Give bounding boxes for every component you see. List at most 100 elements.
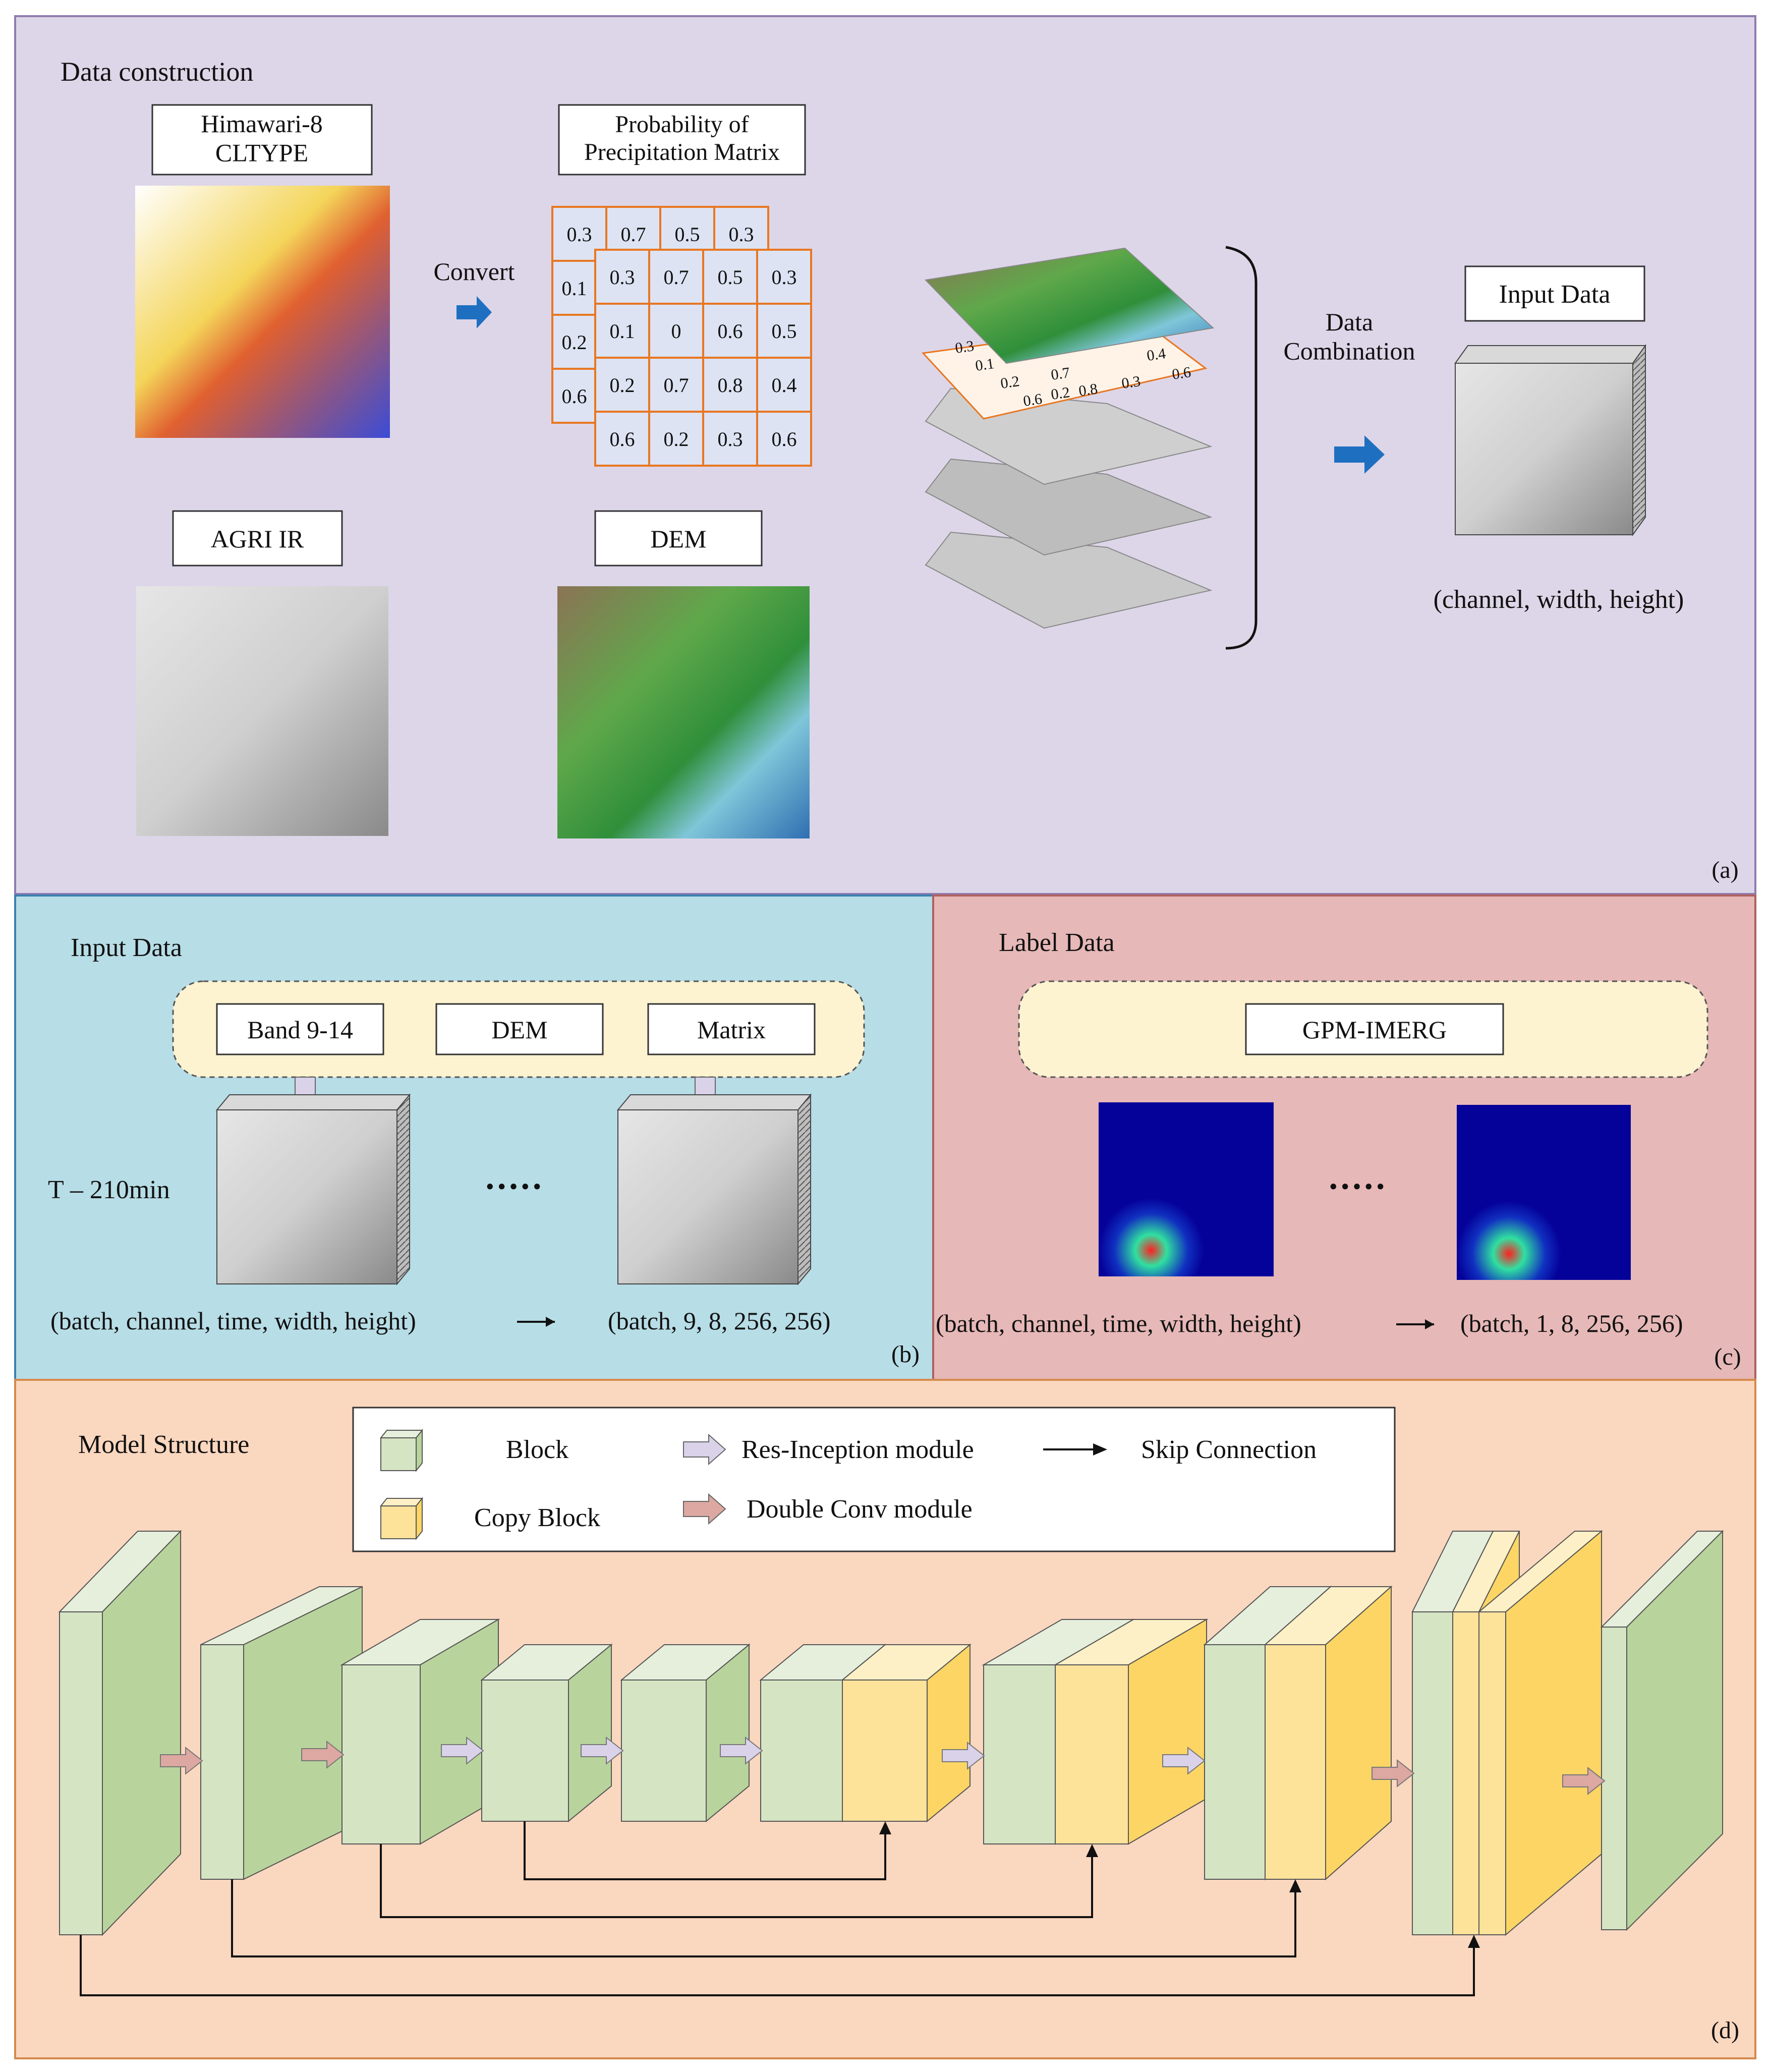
label-image-first: [1099, 1102, 1274, 1276]
input-data-cube: [1454, 344, 1646, 537]
matrix-cell: 0.7: [664, 266, 689, 289]
small-matrix-cell: 0.6: [1171, 364, 1192, 383]
panel-a-tag: (a): [1711, 857, 1738, 883]
dem-image: [557, 586, 810, 838]
panel-c-shape-from: (batch, channel, time, width, height): [936, 1309, 1301, 1337]
panel-b-tag: (b): [891, 1341, 920, 1368]
panel-c-shape-to: (batch, 1, 8, 256, 256): [1460, 1309, 1683, 1337]
legend-copy-block-icon: [379, 1497, 424, 1540]
panel-d-tag: (d): [1711, 2017, 1739, 2044]
svg-text:Matrix: Matrix: [697, 1016, 766, 1044]
small-matrix-cell: 0.8: [1077, 380, 1099, 400]
matrix-cell: 0.7: [664, 374, 689, 397]
decoder-block-1-copy: [841, 1643, 972, 1823]
double-conv-arrow-icon: [1562, 1766, 1606, 1796]
small-matrix-cell: 0.1: [974, 355, 995, 374]
decoder-block-3-copy: [1264, 1585, 1393, 1881]
matrix-cell: 0.7: [621, 223, 646, 246]
panel-b-title: Input Data: [71, 933, 182, 962]
skip-connection: [231, 1879, 1301, 1957]
skip-connection: [524, 1821, 891, 1880]
small-matrix-cell: 0.2: [999, 373, 1020, 392]
panel-a-title: Data construction: [61, 57, 253, 87]
band-box-matrix: Matrix: [647, 1003, 816, 1055]
decoder-block-4-copy-b: [1477, 1530, 1603, 1936]
panel-b-shape-to: (batch, 9, 8, 256, 256): [608, 1307, 831, 1335]
input-data-label: Input Data: [1499, 280, 1611, 309]
output-block: [1600, 1530, 1724, 1931]
label-image-last: [1457, 1105, 1631, 1280]
svg-text:DEM: DEM: [491, 1016, 547, 1044]
legend-double-conv-icon: [683, 1493, 726, 1525]
small-matrix-cell: 0.2: [1050, 384, 1071, 403]
combination-brace: [1225, 246, 1258, 650]
matrix-cell: 0.2: [664, 428, 689, 451]
band-box-band-9-14: Band 9-14: [216, 1003, 384, 1055]
encoder-block-3: [340, 1618, 500, 1845]
dem-label: DEM: [650, 525, 706, 553]
matrix-cell: 0.5: [718, 266, 743, 289]
matrix-cell: 0.1: [610, 320, 635, 343]
matrix-cell: 0.6: [562, 385, 587, 408]
panel-d: Model Structure Block Copy Block Res-Inc…: [14, 1379, 1756, 2059]
legend-skip-label: Skip Connection: [1141, 1435, 1317, 1464]
matrix-cell: 0.2: [610, 374, 635, 397]
matrix-cell: 0.3: [610, 266, 635, 289]
decoder-block-2-copy: [1053, 1618, 1209, 1845]
convert-label: Convert: [433, 257, 515, 286]
small-matrix-cell: 0.3: [1120, 373, 1141, 392]
res-inception-arrow-icon: [441, 1736, 484, 1765]
matrix-cell: 0.5: [675, 223, 700, 246]
panel-c-dots: ·····: [1328, 1167, 1387, 1206]
res-inception-arrow-icon: [942, 1741, 985, 1770]
small-matrix-cell: 0.6: [1022, 390, 1043, 410]
legend-res-inception-icon: [683, 1433, 726, 1466]
skip-connection: [380, 1844, 1098, 1918]
panel-c-tag: (c): [1714, 1343, 1741, 1370]
input-shape-label: (channel, width, height): [1434, 585, 1684, 614]
legend-block-label: Block: [506, 1435, 568, 1464]
legend-res-inception-label: Res-Inception module: [741, 1435, 974, 1464]
legend-block-icon: [379, 1429, 424, 1472]
convert-arrow-icon: [456, 296, 492, 328]
double-conv-arrow-icon: [160, 1746, 203, 1775]
matrix-cell: 0.4: [772, 374, 797, 397]
double-conv-arrow-icon: [301, 1740, 345, 1769]
encoder-block-1: [58, 1530, 182, 1936]
encoder-block-4: [480, 1643, 613, 1823]
small-matrix-cell: 0.4: [1146, 345, 1167, 364]
panel-c: Label Data GPM-IMERG ····· (batch, chann…: [932, 894, 1756, 1381]
himawari-cltype-image: [135, 186, 390, 438]
panel-b-dots: ·····: [484, 1167, 543, 1206]
matrix-cell: 0.2: [562, 331, 587, 354]
matrix-cell: 0.8: [718, 374, 743, 397]
matrix-cell: 0.3: [718, 428, 743, 451]
combination-arrow-icon: [1334, 435, 1385, 474]
encoder-block-5: [620, 1643, 751, 1823]
band-box-dem: DEM: [435, 1003, 604, 1055]
matrix-cell: 0.3: [729, 223, 754, 246]
input-cube-first: [215, 1093, 411, 1285]
matrix-cell: 0.6: [772, 428, 797, 451]
matrix-cell: 0.1: [562, 277, 587, 300]
panel-c-title: Label Data: [999, 928, 1115, 957]
res-inception-arrow-icon: [720, 1736, 763, 1765]
panel-b: Input Data Band 9-14 DEM Matrix T – 210min…: [14, 894, 934, 1381]
gpm-imerg-label: GPM-IMERG: [1302, 1016, 1447, 1044]
matrix-cell: 0.6: [718, 320, 743, 343]
matrix-cell: 0.3: [772, 266, 797, 289]
legend-box: [352, 1407, 1396, 1552]
small-matrix-cell: 0.3: [954, 338, 975, 357]
svg-text:Band 9-14: Band 9-14: [247, 1016, 353, 1044]
input-cube-last: [616, 1093, 812, 1285]
time-label: T – 210min: [48, 1175, 170, 1204]
agri-ir-label: AGRI IR: [211, 525, 304, 553]
agri-ir-image: [136, 586, 388, 836]
res-inception-arrow-icon: [1162, 1746, 1206, 1775]
encoder-block-2: [200, 1586, 363, 1880]
